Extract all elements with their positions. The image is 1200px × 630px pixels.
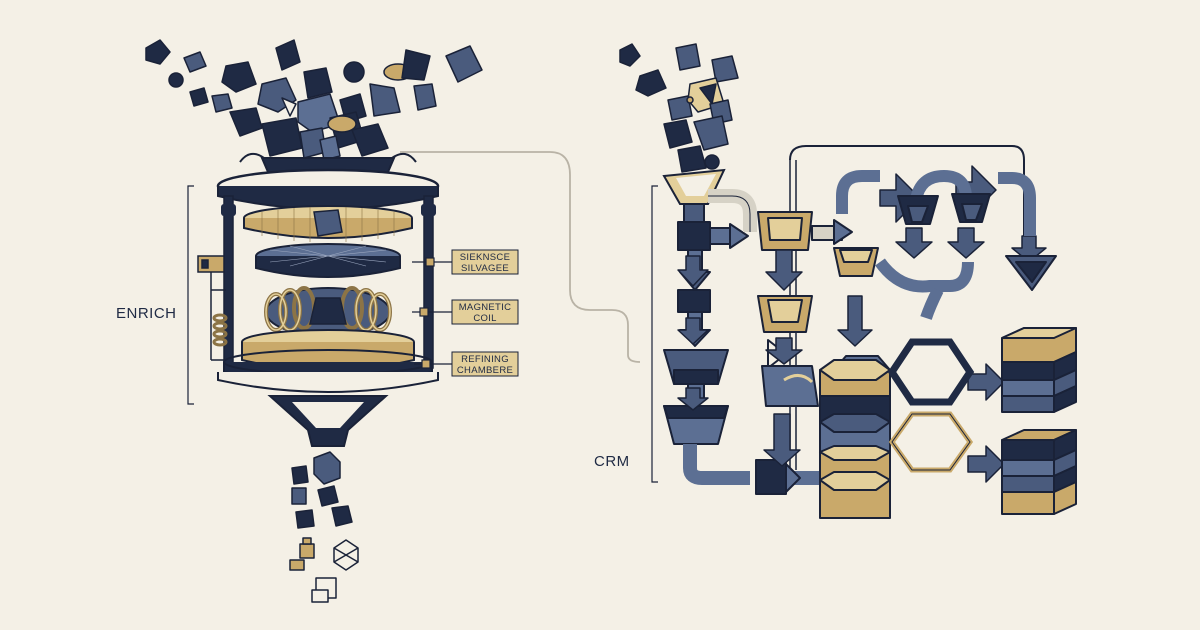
callout-leaders [412, 257, 452, 369]
output-cubes [289, 451, 359, 603]
sieve-screen-top [243, 205, 413, 242]
crm-manifold [836, 170, 1036, 320]
crm-label: CRM [594, 453, 630, 470]
refining-chamber [217, 329, 439, 393]
callout-box-coil: MAGNETIC COIL [451, 299, 519, 325]
incoming-ore-particles [145, 39, 483, 161]
callout-box-sieve: SIEKNSCE SILVAGEE [451, 249, 519, 275]
crm-column-middle [755, 211, 853, 495]
crm-incoming-particles [619, 43, 739, 173]
enrich-label: ENRICH [116, 305, 177, 322]
callout-box-chamber: REFINING CHAMBERE [451, 351, 519, 377]
callout-coil-line1: MAGNETIC [459, 302, 512, 313]
callout-sieve-line1: SIEKNSCE [460, 252, 510, 263]
callout-chamber-line1: REFINING [461, 354, 509, 365]
crm-column-left [663, 203, 750, 485]
crm-block-stack-upper [1001, 327, 1077, 413]
callout-chamber-line2: CHAMBERE [457, 365, 513, 376]
right-post [423, 195, 434, 369]
connector-line-inner [400, 157, 623, 358]
connector-line [400, 151, 641, 363]
enrich-bracket [187, 185, 194, 405]
enrich-machine: SIEKNSCE SILVAGEE MAGNETIC COIL REFINING… [116, 39, 519, 603]
crm-system: CRM [594, 43, 1077, 519]
callout-sieve-line2: SILVAGEE [461, 263, 509, 274]
crm-bracket [651, 185, 658, 483]
crm-mixing-cup [833, 193, 1057, 291]
side-gauge [197, 255, 228, 361]
callout-coil-line2: COIL [473, 313, 496, 324]
crm-hexagon-stack [819, 355, 891, 519]
crm-block-stack-lower [1001, 429, 1077, 515]
crm-hexagon-outlines [887, 338, 975, 473]
magnetic-coil [264, 286, 392, 337]
sieve-screen-mid [255, 243, 401, 278]
